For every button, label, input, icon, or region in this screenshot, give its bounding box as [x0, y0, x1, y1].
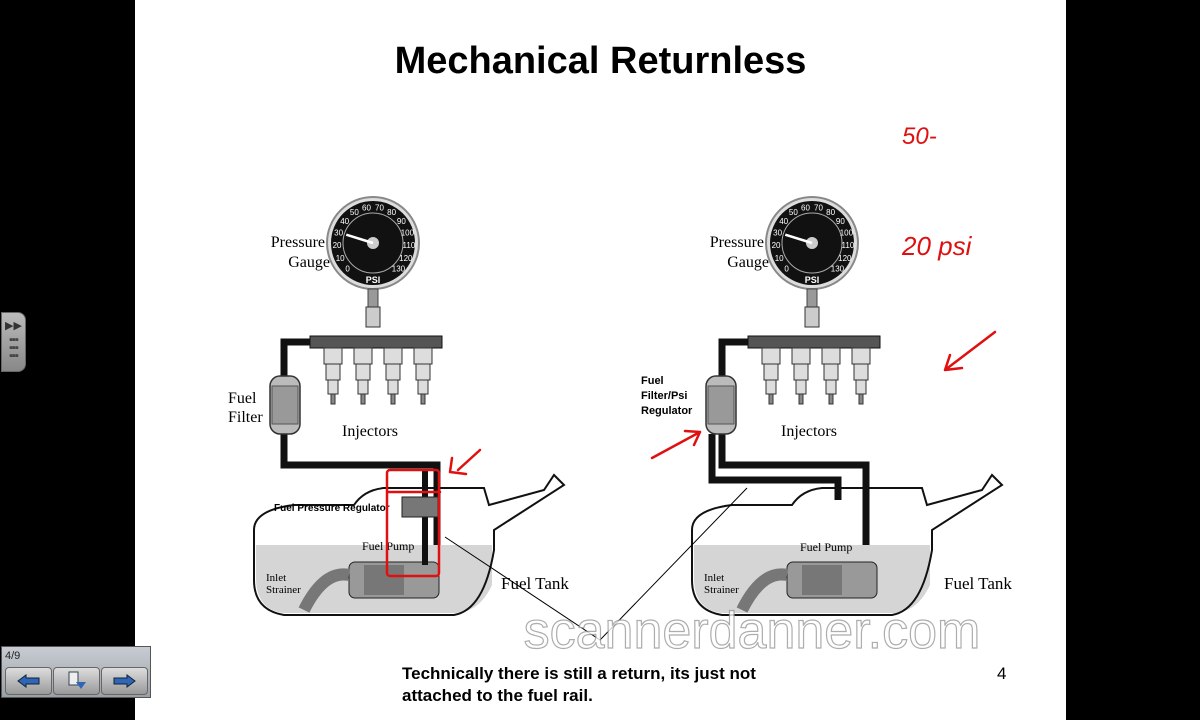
arrow-right-icon [113, 674, 136, 688]
strainer-label: Inlet [266, 572, 286, 584]
gauge-tick-label: 130 [392, 264, 406, 273]
gauge-tick-label: 50 [350, 208, 359, 217]
slide-navigation: 4/9 [1, 646, 151, 698]
watermark: scannerdanner.com [524, 602, 981, 660]
gauge-tick-label: 50 [789, 208, 798, 217]
page-number: 4 [997, 664, 1007, 683]
gauge-tick-label: 90 [836, 217, 845, 226]
slide-counter: 4/9 [5, 650, 21, 662]
grid-icon: ▪▪▪▪▪▪▪▪▪ [9, 334, 19, 362]
gauge-tick-label: 130 [831, 264, 845, 273]
gauge-label: Gauge [727, 254, 769, 271]
slide: Mechanical Returnless [135, 0, 1066, 720]
gauge-tick-label: 20 [333, 241, 342, 250]
gauge-tick-label: 60 [801, 204, 810, 213]
gauge-tick-label: 40 [779, 217, 788, 226]
gauge-unit: PSI [805, 275, 820, 285]
next-slide-button[interactable] [101, 667, 148, 695]
gauge-tick-label: 120 [838, 254, 852, 263]
strainer-label: Strainer [704, 584, 739, 596]
gauge-tick-label: 0 [784, 264, 789, 273]
gauge-tick-label: 0 [345, 264, 350, 273]
regulator-label: Fuel Pressure Regulator [274, 503, 390, 514]
filter-label: Fuel [641, 375, 664, 387]
fuel-filter [269, 375, 301, 435]
slide-sorter-tab[interactable]: ▶▶ ▪▪▪▪▪▪▪▪▪ [1, 312, 26, 372]
callout-lines [444, 487, 748, 641]
fuel-filter-regulator [705, 375, 737, 435]
handwritten-note: 50- [902, 123, 937, 150]
gauge-tick-label: 90 [397, 217, 406, 226]
injectors-label: Injectors [781, 423, 837, 440]
gauge-tick-label: 110 [403, 241, 416, 250]
handwritten-note: 20 psi [901, 231, 973, 261]
strainer-label: Strainer [266, 584, 301, 596]
gauge-tick-label: 10 [336, 254, 345, 263]
fast-forward-icon: ▶▶ [5, 320, 22, 332]
gauge-tick-label: 20 [772, 241, 781, 250]
gauge-tick-label: 100 [401, 228, 415, 237]
gauge-tick-label: 80 [387, 208, 396, 217]
injectors-label: Injectors [342, 423, 398, 440]
fuel-rail [310, 336, 442, 404]
arrow-left-icon [17, 674, 40, 688]
gauge-label: Pressure [271, 234, 325, 251]
gauge-label: Pressure [710, 234, 764, 251]
tank-label: Fuel Tank [501, 574, 569, 593]
tank-label: Fuel Tank [944, 574, 1012, 593]
gauge-tick-label: 30 [334, 228, 343, 237]
fuel-rail [748, 336, 880, 404]
slide-menu-icon [68, 671, 86, 689]
caption-line: Technically there is still a return, its… [402, 664, 756, 683]
filter-label: Filter/Psi [641, 390, 687, 402]
filter-label: Regulator [641, 405, 693, 417]
slide-title: Mechanical Returnless [394, 40, 807, 82]
gauge-tick-label: 80 [826, 208, 835, 217]
caption-line: attached to the fuel rail. [402, 686, 593, 705]
strainer-label: Inlet [704, 572, 724, 584]
slide-menu-button[interactable] [53, 667, 100, 695]
gauge-label: Gauge [288, 254, 330, 271]
filter-label: Filter [228, 409, 263, 426]
gauge-needle [784, 233, 813, 245]
gauge-tick-label: 40 [340, 217, 349, 226]
slide-caption: Technically there is still a return, its… [402, 663, 756, 707]
gauge-tick-label: 30 [773, 228, 782, 237]
fuel-pressure-regulator [401, 496, 439, 518]
gauge-needle [345, 233, 374, 245]
filter-label: Fuel [228, 390, 257, 407]
gauge-tick-label: 120 [399, 254, 413, 263]
gauge-tick-label: 70 [814, 204, 823, 213]
gauge-tick-label: 110 [842, 241, 855, 250]
gauge-unit: PSI [366, 275, 381, 285]
gauge-tick-label: 70 [375, 204, 384, 213]
red-ink-annotations [385, 330, 997, 578]
gauge-tick-label: 100 [840, 228, 854, 237]
gauge-tick-label: 10 [775, 254, 784, 263]
previous-slide-button[interactable] [5, 667, 52, 695]
pump-label: Fuel Pump [800, 540, 852, 554]
gauge-tick-label: 60 [362, 204, 371, 213]
